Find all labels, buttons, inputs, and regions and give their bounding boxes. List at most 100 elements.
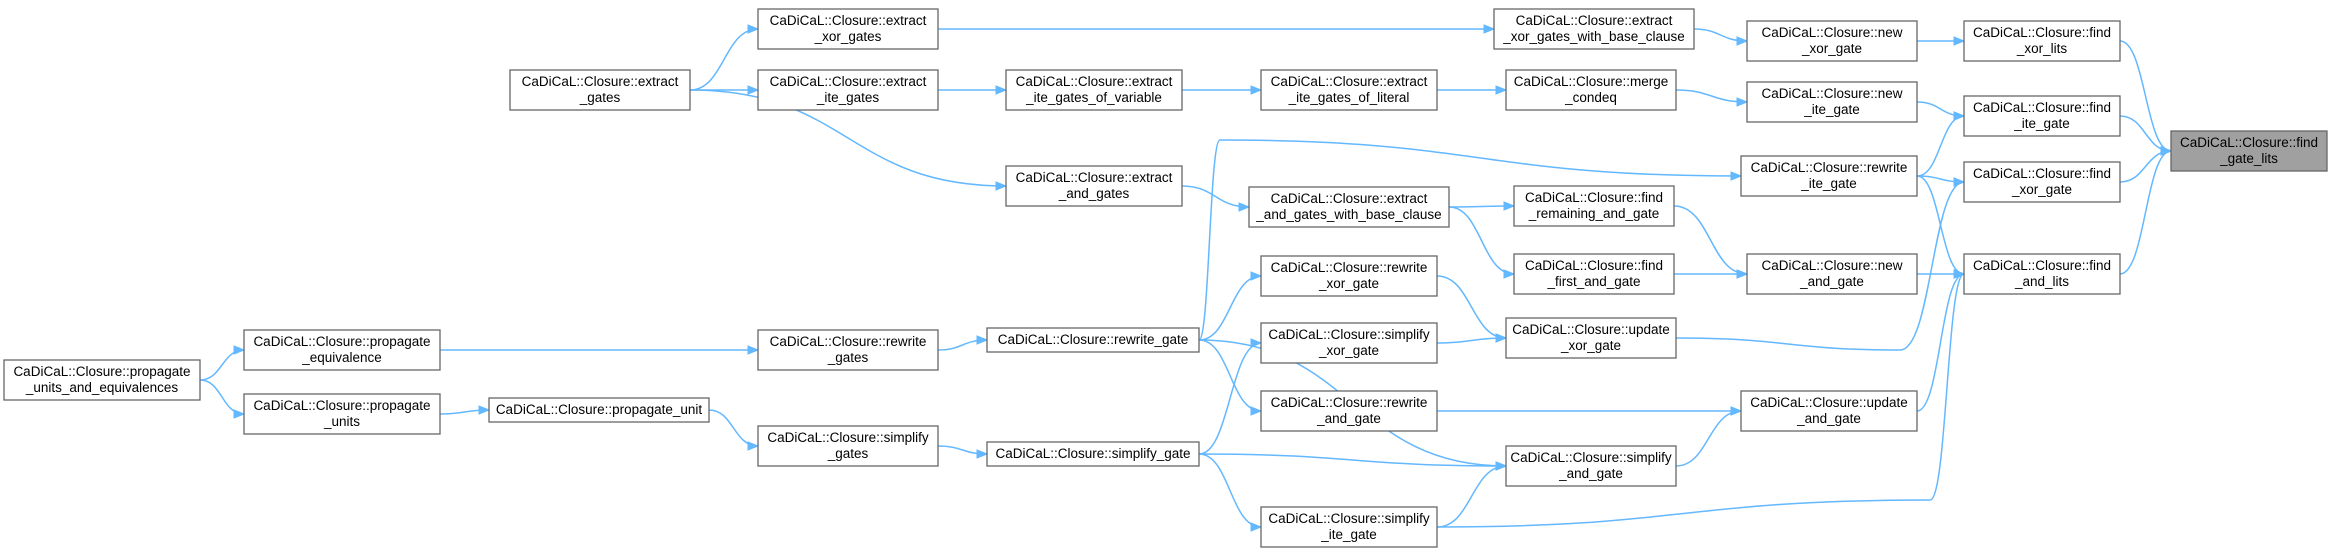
node-box[interactable] [1260,322,1438,364]
node-label: CaDiCaL::Closure::find [2180,135,2318,150]
node-extract_gates[interactable]: CaDiCaL::Closure::extract_gates [509,69,691,111]
node-box[interactable] [1513,253,1675,295]
node-new_xor_gate[interactable]: CaDiCaL::Closure::new_xor_gate [1746,20,1918,62]
arrowhead-icon [1483,24,1496,34]
node-propagate_units_and_equivalences[interactable]: CaDiCaL::Closure::propagate_units_and_eq… [3,359,201,401]
edge-find_remaining_and_gate-to-new_and_gate [1673,205,1749,279]
node-box[interactable] [1505,69,1677,111]
node-rewrite_gate[interactable]: CaDiCaL::Closure::rewrite_gate [986,327,1200,353]
node-box[interactable] [1493,8,1695,50]
node-box[interactable] [1005,69,1183,111]
node-label: _ite_gate [2013,116,2070,131]
node-box[interactable] [243,393,441,435]
node-find_gate_lits[interactable]: CaDiCaL::Closure::find_gate_lits [2170,130,2328,172]
node-rewrite_gates[interactable]: CaDiCaL::Closure::rewrite_gates [757,329,939,371]
node-label: CaDiCaL::Closure::update [1512,322,1670,337]
node-box[interactable] [1505,445,1677,487]
node-new_ite_gate[interactable]: CaDiCaL::Closure::new_ite_gate [1746,81,1918,123]
node-label: CaDiCaL::Closure::rewrite [1271,395,1428,410]
node-box[interactable] [509,69,691,111]
node-label: _xor_lits [2016,41,2068,56]
edge-simplify_gate-to-simplify_xor_gate [1198,338,1263,455]
node-find_xor_lits[interactable]: CaDiCaL::Closure::find_xor_lits [1963,20,2121,62]
edge-extract_gates-to-extract_and_gates [689,89,1008,191]
node-box[interactable] [757,69,939,111]
edge-rewrite_gate-to-rewrite_ite_gate [1198,139,1743,341]
node-label: CaDiCaL::Closure::rewrite [770,334,927,349]
node-box[interactable] [488,397,710,423]
node-box[interactable] [1248,186,1450,228]
node-simplify_and_gate[interactable]: CaDiCaL::Closure::simplify_and_gate [1505,445,1677,487]
node-box[interactable] [243,329,441,371]
node-simplify_gates[interactable]: CaDiCaL::Closure::simplify_gates [757,425,939,467]
node-update_and_gate[interactable]: CaDiCaL::Closure::update_and_gate [1740,390,1918,432]
node-box[interactable] [1260,390,1438,432]
node-label: _units [323,414,360,429]
node-box[interactable] [1260,69,1438,111]
edge-propagate_equivalence-to-rewrite_gates [440,345,760,355]
node-extract_xor_gates_with_base_clause[interactable]: CaDiCaL::Closure::extract_xor_gates_with… [1493,8,1695,50]
node-new_and_gate[interactable]: CaDiCaL::Closure::new_and_gate [1746,253,1918,295]
node-label: _and_gate [1558,466,1623,481]
arrowhead-icon [1736,36,1749,46]
edge-simplify_and_gate-to-update_and_gate [1675,406,1743,467]
node-find_remaining_and_gate[interactable]: CaDiCaL::Closure::find_remaining_and_gat… [1513,185,1675,227]
node-box[interactable] [1746,253,1918,295]
arrowhead-icon [1238,202,1251,212]
node-rewrite_and_gate[interactable]: CaDiCaL::Closure::rewrite_and_gate [1260,390,1438,432]
arrowhead-icon [233,409,246,419]
node-extract_and_gates[interactable]: CaDiCaL::Closure::extract_and_gates [1005,165,1183,207]
node-label: _ite_gates [816,90,880,105]
node-update_xor_gate[interactable]: CaDiCaL::Closure::update_xor_gate [1505,317,1677,359]
node-find_xor_gate[interactable]: CaDiCaL::Closure::find_xor_gate [1963,161,2121,203]
edge-extract_xor_gates_with_base_clause-to-new_xor_gate [1693,28,1749,46]
node-merge_condeq[interactable]: CaDiCaL::Closure::merge_condeq [1505,69,1677,111]
node-label: CaDiCaL::Closure::rewrite [1271,260,1428,275]
node-simplify_gate[interactable]: CaDiCaL::Closure::simplify_gate [986,441,1200,467]
node-rewrite_ite_gate[interactable]: CaDiCaL::Closure::rewrite_ite_gate [1740,155,1918,197]
node-box[interactable] [1963,253,2121,295]
arrowhead-icon [1495,85,1508,95]
node-box[interactable] [3,359,201,401]
node-box[interactable] [757,329,939,371]
node-box[interactable] [1746,81,1918,123]
node-extract_ite_gates_of_literal[interactable]: CaDiCaL::Closure::extract_ite_gates_of_l… [1260,69,1438,111]
node-find_and_lits[interactable]: CaDiCaL::Closure::find_and_lits [1963,253,2121,295]
edge-line [2119,40,2172,152]
node-box[interactable] [986,441,1200,467]
node-propagate_unit[interactable]: CaDiCaL::Closure::propagate_unit [488,397,710,423]
edge-line [708,409,759,447]
node-simplify_xor_gate[interactable]: CaDiCaL::Closure::simplify_xor_gate [1260,322,1438,364]
node-find_ite_gate[interactable]: CaDiCaL::Closure::find_ite_gate [1963,95,2121,137]
node-label: CaDiCaL::Closure::simplify [767,430,929,445]
node-box[interactable] [1963,20,2121,62]
node-propagate_equivalence[interactable]: CaDiCaL::Closure::propagate_equivalence [243,329,441,371]
node-box[interactable] [1505,317,1677,359]
edge-line [1675,89,1748,103]
node-extract_ite_gates[interactable]: CaDiCaL::Closure::extract_ite_gates [757,69,939,111]
edge-line [1198,275,1262,341]
node-box[interactable] [1963,95,2121,137]
node-box[interactable] [757,8,939,50]
node-box[interactable] [1746,20,1918,62]
node-propagate_units[interactable]: CaDiCaL::Closure::propagate_units [243,393,441,435]
node-extract_ite_gates_of_variable[interactable]: CaDiCaL::Closure::extract_ite_gates_of_v… [1005,69,1183,111]
node-find_first_and_gate[interactable]: CaDiCaL::Closure::find_first_and_gate [1513,253,1675,295]
node-box[interactable] [1740,390,1918,432]
node-box[interactable] [1963,161,2121,203]
node-box[interactable] [1513,185,1675,227]
node-simplify_ite_gate[interactable]: CaDiCaL::Closure::simplify_ite_gate [1260,506,1438,548]
node-box[interactable] [986,327,1200,353]
node-box[interactable] [1005,165,1183,207]
node-extract_xor_gates[interactable]: CaDiCaL::Closure::extract_xor_gates [757,8,939,50]
edge-line [2119,115,2172,152]
node-box[interactable] [1260,506,1438,548]
node-box[interactable] [1260,255,1438,297]
node-label: CaDiCaL::Closure::new [1761,258,1902,273]
node-box[interactable] [757,425,939,467]
node-box[interactable] [1740,155,1918,197]
node-extract_and_gates_with_base_clause[interactable]: CaDiCaL::Closure::extract_and_gates_with… [1248,186,1450,228]
node-box[interactable] [2170,130,2328,172]
node-label: _and_gate [1799,274,1864,289]
node-rewrite_xor_gate[interactable]: CaDiCaL::Closure::rewrite_xor_gate [1260,255,1438,297]
